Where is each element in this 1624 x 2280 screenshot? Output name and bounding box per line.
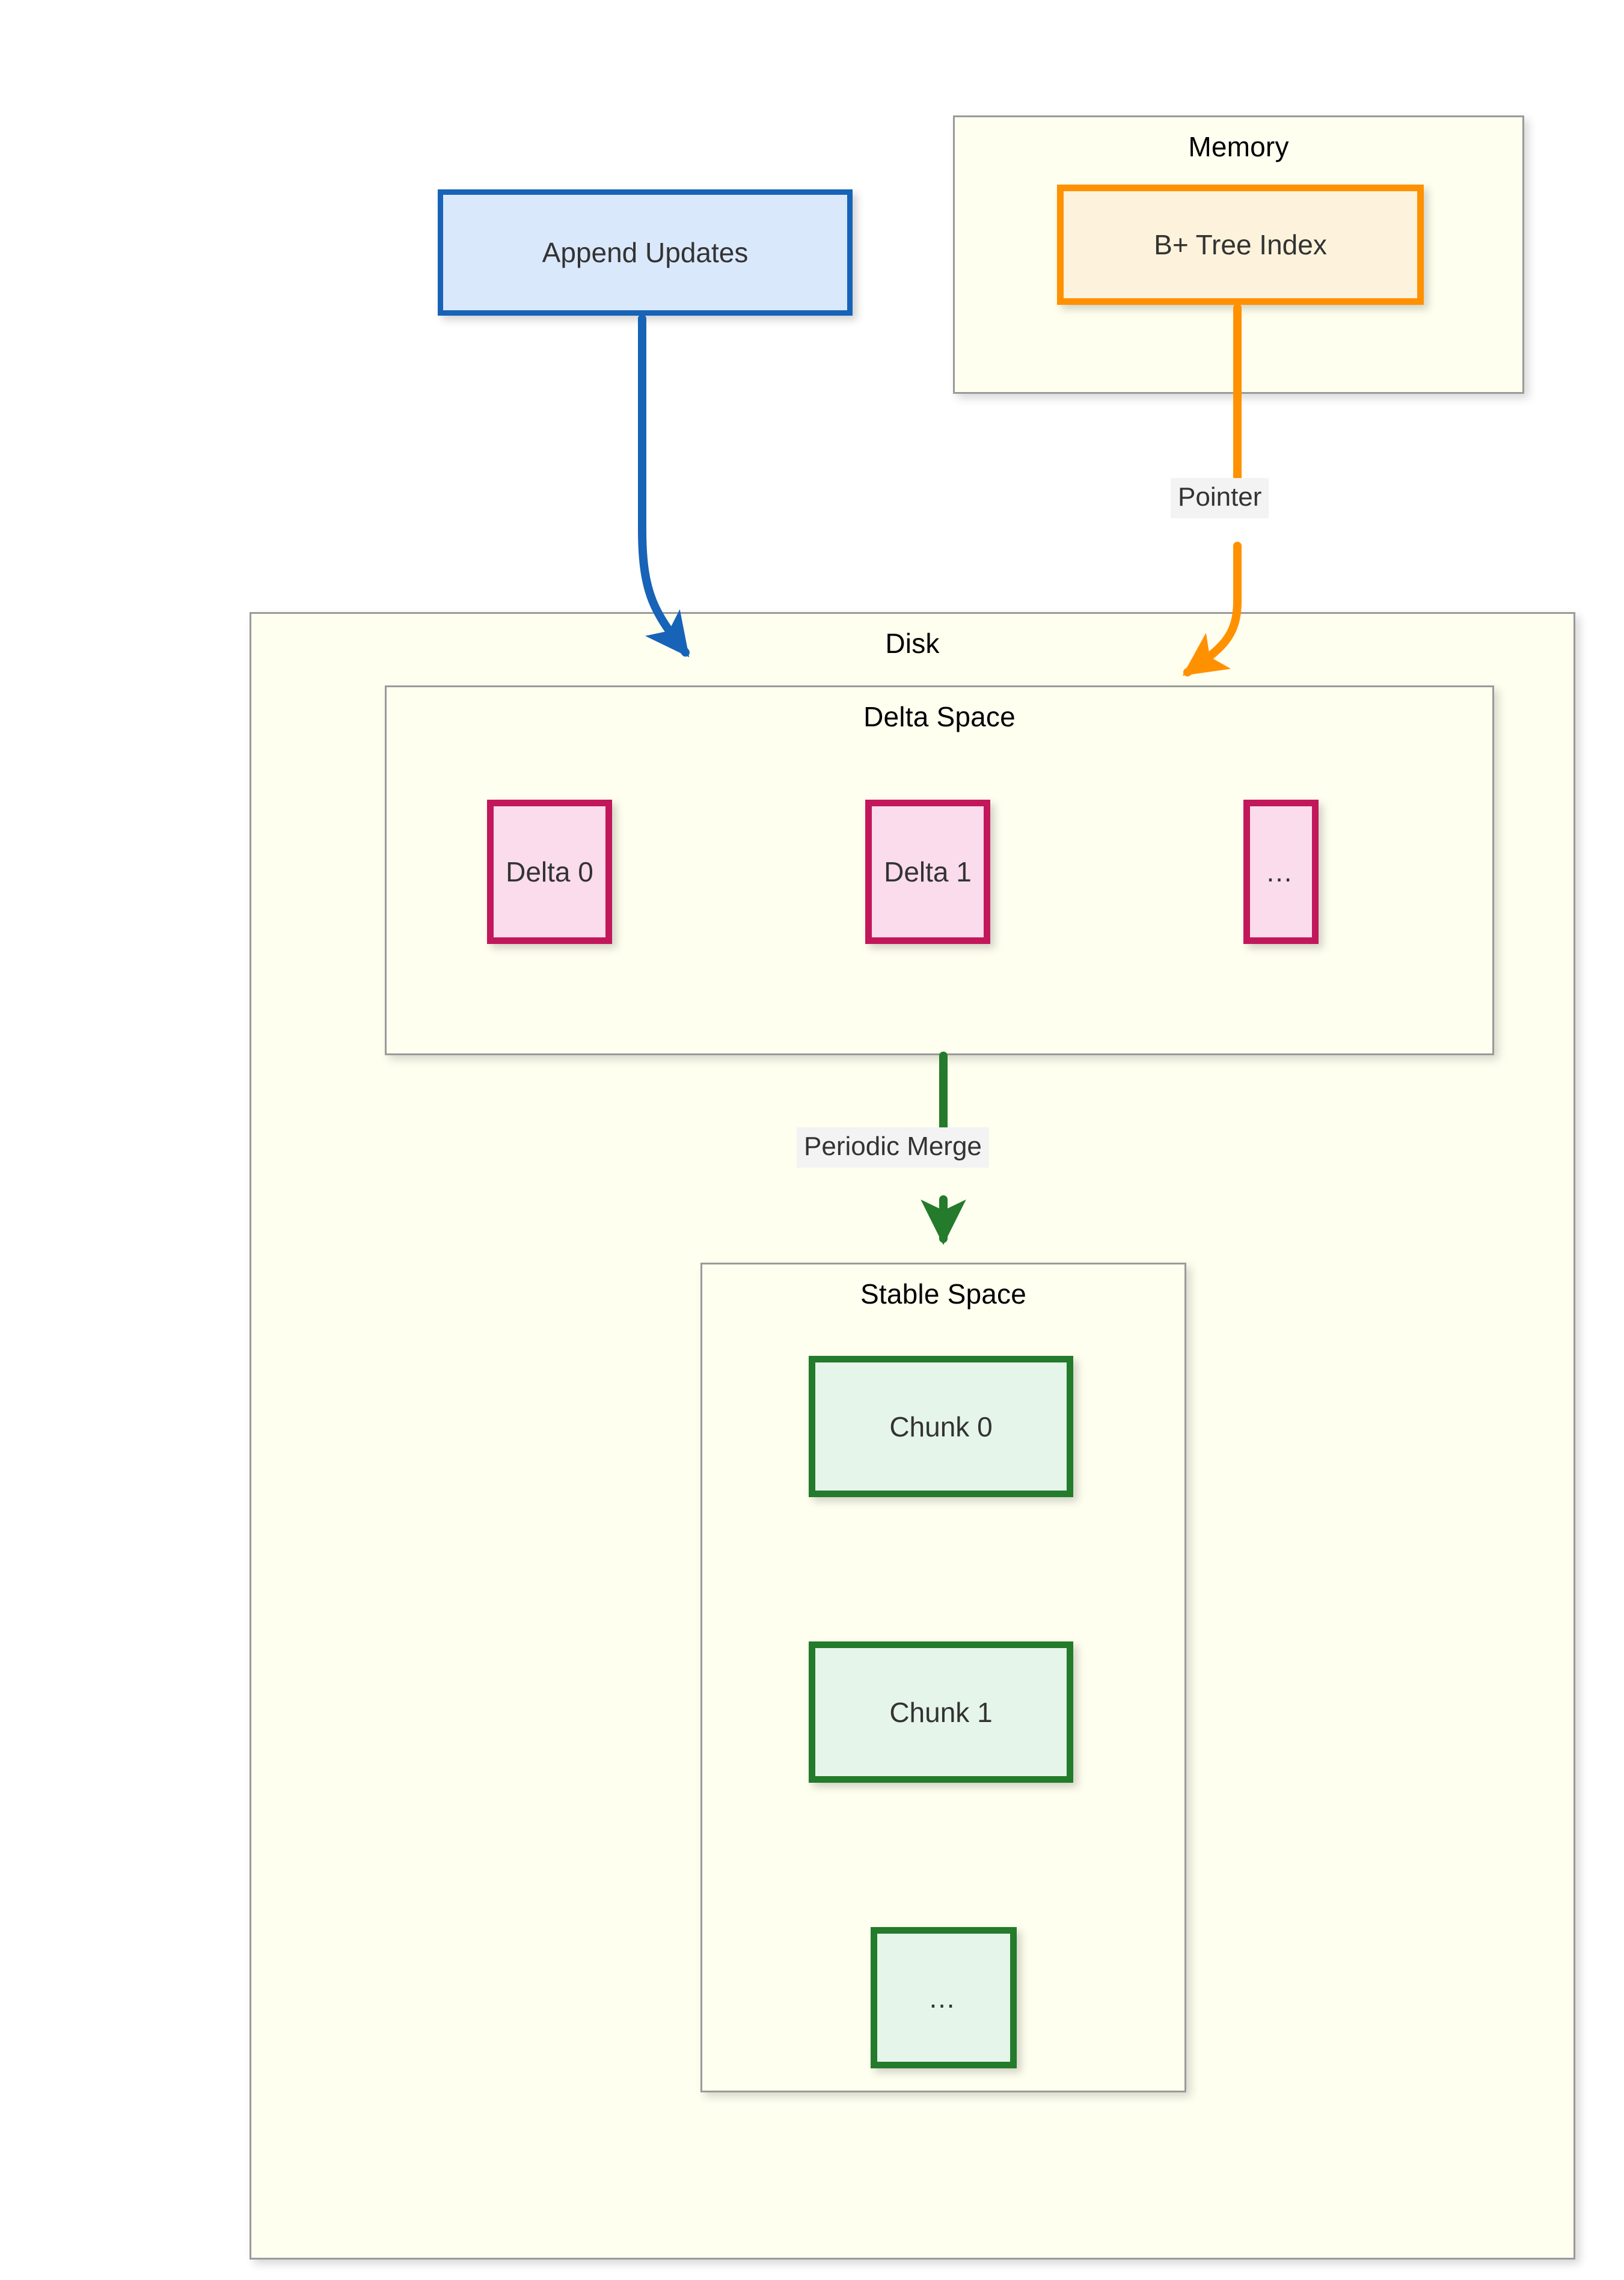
memory-title: Memory <box>1188 131 1289 162</box>
delta-more-box[interactable]: … <box>1243 800 1319 944</box>
pointer-edge-label: Pointer <box>1171 478 1269 518</box>
chunk-more-label: … <box>928 1982 960 2014</box>
periodic-merge-edge-label: Periodic Merge <box>797 1127 989 1168</box>
chunk-1-label: Chunk 1 <box>889 1696 993 1728</box>
chunk-more-box[interactable]: … <box>871 1927 1017 2068</box>
delta-more-label: … <box>1265 856 1297 887</box>
periodic-merge-edge-label-text: Periodic Merge <box>804 1132 982 1161</box>
pointer-edge-label-text: Pointer <box>1178 482 1262 512</box>
chunk-0-label: Chunk 0 <box>889 1411 993 1442</box>
b-plus-tree-index-label: B+ Tree Index <box>1154 229 1327 260</box>
chunk-0-box[interactable]: Chunk 0 <box>809 1356 1073 1497</box>
stable-space-title: Stable Space <box>860 1278 1027 1310</box>
b-plus-tree-index-box[interactable]: B+ Tree Index <box>1057 185 1424 305</box>
delta-1-label: Delta 1 <box>884 856 972 887</box>
append-updates-label: Append Updates <box>542 237 749 268</box>
delta-space-title: Delta Space <box>863 701 1016 732</box>
delta-0-label: Delta 0 <box>506 856 593 887</box>
delta-1-box[interactable]: Delta 1 <box>865 800 990 944</box>
disk-title: Disk <box>885 628 940 659</box>
chunk-1-box[interactable]: Chunk 1 <box>809 1641 1073 1783</box>
edge-append-updates-to-delta-space <box>638 314 690 658</box>
delta-0-box[interactable]: Delta 0 <box>487 800 612 944</box>
append-updates-box[interactable]: Append Updates <box>438 189 853 316</box>
